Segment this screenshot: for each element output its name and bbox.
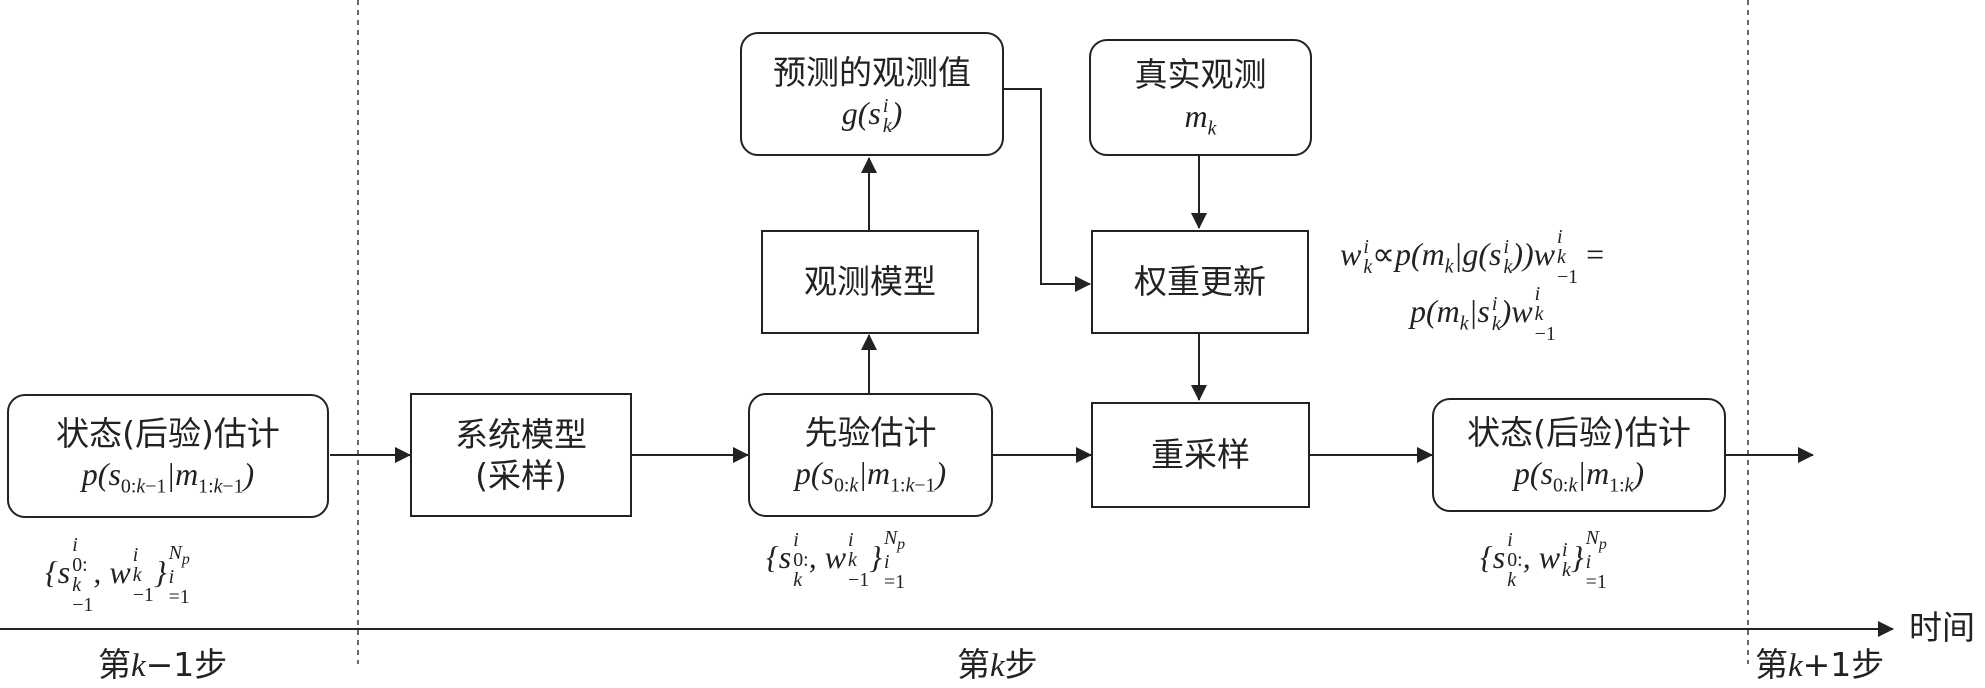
true-observation-title: 真实观测 — [1134, 55, 1267, 95]
time-axis-label: 时间 — [1909, 608, 1975, 647]
step-curr-label: 第k步 — [957, 645, 1038, 684]
state-estimate-prev-formula: p(s0:k−1|m1:k−1) — [81, 456, 255, 498]
observation-model-box: 观测模型 — [761, 230, 979, 334]
system-model-box: 系统模型 (采样) — [410, 393, 632, 517]
system-model-line2: (采样) — [475, 456, 567, 495]
weight-update-title: 权重更新 — [1134, 262, 1266, 302]
prior-estimate-formula: p(s0:k|m1:k−1) — [794, 455, 947, 497]
prior-estimate-title: 先验估计 — [804, 412, 937, 452]
state-estimate-curr-formula: p(s0:k|m1:k) — [1513, 455, 1645, 497]
state-estimate-curr-box: 状态(后验)估计 p(s0:k|m1:k) — [1432, 398, 1726, 512]
true-observation-formula: mk — [1184, 97, 1217, 139]
prior-estimate-box: 先验估计 p(s0:k|m1:k−1) — [748, 393, 993, 517]
step-next-label: 第k+1步 — [1755, 645, 1885, 684]
resample-box: 重采样 — [1091, 402, 1310, 508]
weight-update-box: 权重更新 — [1091, 230, 1309, 334]
system-model-line1: 系统模型 — [455, 414, 587, 454]
true-observation-box: 真实观测 mk — [1089, 39, 1312, 156]
observation-model-title: 观测模型 — [804, 262, 936, 302]
state-estimate-prev-title: 状态(后验)估计 — [56, 413, 280, 453]
step-prev-label: 第k−1步 — [98, 645, 228, 684]
arrow-predicted-to-weight — [1004, 88, 1091, 292]
resample-title: 重采样 — [1151, 435, 1250, 475]
state-estimate-curr-title: 状态(后验)估计 — [1467, 412, 1691, 452]
predicted-observation-title: 预测的观测值 — [773, 52, 971, 92]
state-estimate-prev-box: 状态(后验)估计 p(s0:k−1|m1:k−1) — [7, 394, 329, 518]
